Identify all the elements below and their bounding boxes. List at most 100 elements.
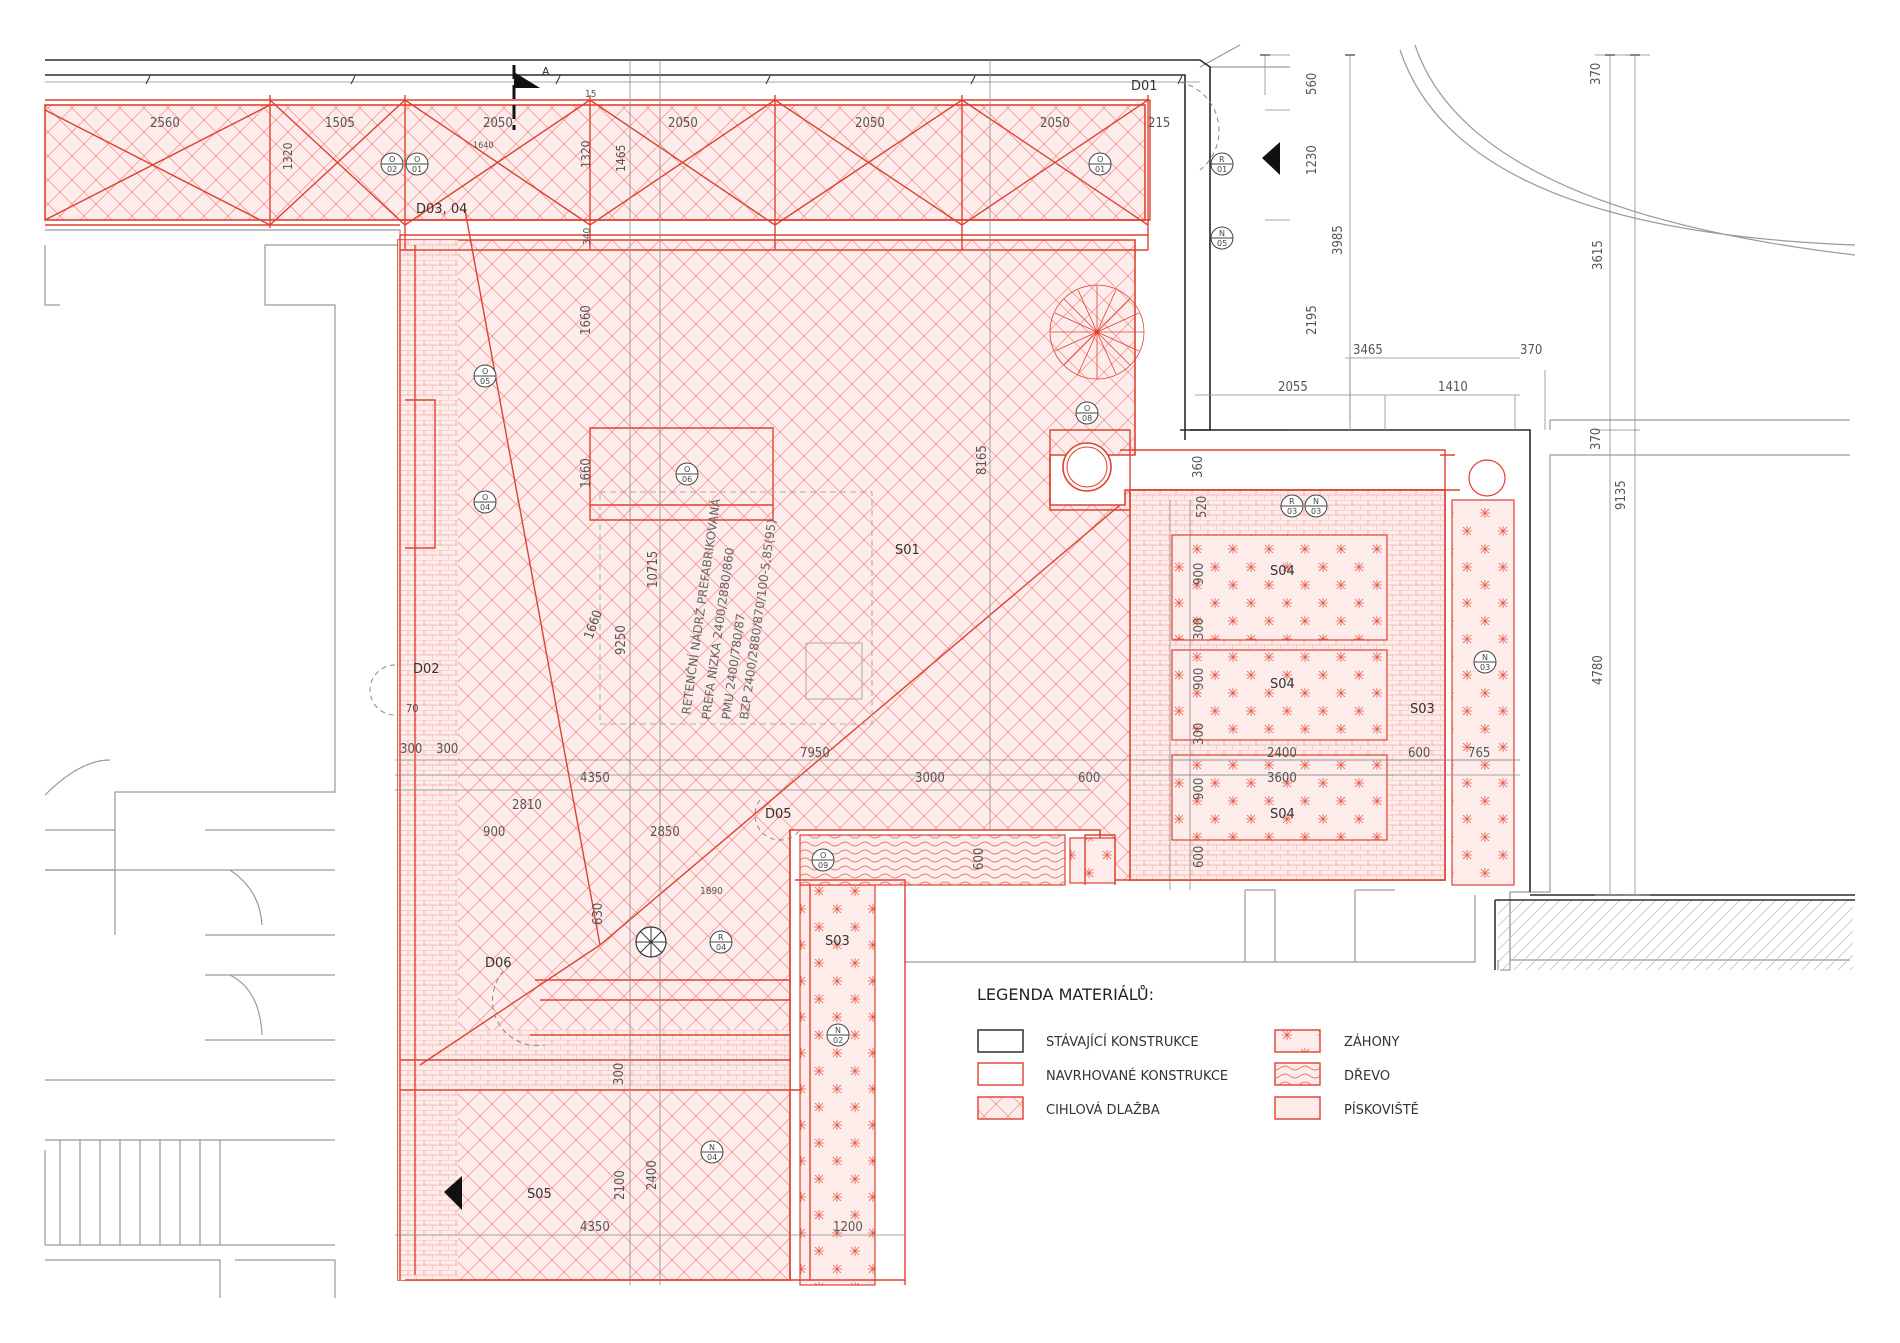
bed-dimension-labels: 360 520 900 300 900 300 900 600 2400 360… bbox=[1191, 456, 1490, 868]
reference-marker: R03 bbox=[1280, 494, 1304, 518]
dim-label: 2100 bbox=[613, 1170, 628, 1200]
existing-hatch bbox=[1498, 900, 1853, 970]
legend-label: DŘEVO bbox=[1344, 1068, 1390, 1084]
reference-marker: N05 bbox=[1210, 226, 1234, 250]
svg-text:N: N bbox=[709, 1143, 715, 1152]
dim-label: 900 bbox=[1192, 563, 1207, 585]
dim-label: 3985 bbox=[1331, 225, 1346, 255]
dim-label: 4780 bbox=[1591, 655, 1606, 685]
svg-text:R: R bbox=[1219, 155, 1225, 164]
dim-label: 1410 bbox=[1438, 380, 1468, 395]
svg-text:05: 05 bbox=[1217, 239, 1227, 248]
svg-text:01: 01 bbox=[412, 165, 422, 174]
dim-label: 215 bbox=[1148, 116, 1170, 131]
tree-symbol bbox=[1049, 284, 1145, 380]
svg-text:03: 03 bbox=[1287, 507, 1297, 516]
legend-label: NAVRHOVANÉ KONSTRUKCE bbox=[1046, 1068, 1228, 1084]
dim-label: 370 bbox=[1589, 63, 1604, 85]
detail-label-d01: D01 bbox=[1131, 79, 1158, 94]
svg-text:N: N bbox=[1219, 229, 1225, 238]
legend-swatch-proposed bbox=[977, 1062, 1024, 1086]
dim-label: 560 bbox=[1305, 73, 1320, 95]
dim-label: 765 bbox=[1468, 746, 1490, 761]
reference-marker: O09 bbox=[811, 848, 835, 872]
tank-hatch bbox=[805, 642, 863, 700]
svg-text:01: 01 bbox=[1217, 165, 1227, 174]
dim-label: 1660 bbox=[579, 305, 594, 335]
zone-label-s05: S05 bbox=[527, 1187, 552, 1202]
dim-label: 2050 bbox=[483, 116, 513, 131]
svg-text:03: 03 bbox=[1311, 507, 1321, 516]
legend-label: ZÁHONY bbox=[1344, 1034, 1400, 1050]
section-marker-a bbox=[512, 65, 540, 130]
dim-label: 3615 bbox=[1591, 240, 1606, 270]
dim-label: 1640 bbox=[473, 141, 494, 151]
svg-text:O: O bbox=[482, 367, 488, 376]
zone-label-s04: S04 bbox=[1270, 807, 1295, 822]
svg-text:02: 02 bbox=[833, 1036, 843, 1045]
dim-label: 9250 bbox=[614, 625, 629, 655]
dim-label: 3465 bbox=[1353, 343, 1383, 358]
detail-label-d03: D03, 04 bbox=[416, 202, 467, 217]
svg-text:O: O bbox=[1097, 155, 1103, 164]
legend-swatch-beds bbox=[1274, 1029, 1321, 1053]
svg-text:02: 02 bbox=[387, 165, 397, 174]
dim-label: 2400 bbox=[645, 1160, 660, 1190]
dim-label: 2850 bbox=[650, 825, 680, 840]
dim-label: 900 bbox=[1192, 668, 1207, 690]
svg-text:O: O bbox=[684, 465, 690, 474]
dim-label: 2810 bbox=[512, 798, 542, 813]
dim-label: 8165 bbox=[975, 445, 990, 475]
central-dimension-labels: 1660 1660 1660 10715 9250 8165 4350 7950… bbox=[400, 305, 1100, 1235]
dim-label: 2400 bbox=[1267, 746, 1297, 761]
round-element bbox=[1468, 459, 1506, 497]
legend-label: STÁVAJÍCÍ KONSTRUKCE bbox=[1046, 1034, 1199, 1050]
dim-label: 300 bbox=[612, 1063, 627, 1085]
svg-text:N: N bbox=[835, 1026, 841, 1035]
reference-marker: N03 bbox=[1304, 494, 1328, 518]
svg-text:R: R bbox=[1289, 497, 1295, 506]
well-symbol bbox=[1062, 442, 1112, 492]
drain-symbol bbox=[635, 926, 667, 958]
planting-beds bbox=[799, 499, 1515, 1286]
dim-label: 2560 bbox=[150, 116, 180, 131]
svg-text:09: 09 bbox=[818, 861, 828, 870]
svg-text:O: O bbox=[414, 155, 420, 164]
dim-label: 3600 bbox=[1267, 771, 1297, 786]
tick-marks bbox=[145, 54, 1640, 85]
dim-label: 2195 bbox=[1305, 305, 1320, 335]
retention-tank bbox=[599, 491, 873, 725]
reference-marker: N04 bbox=[700, 1140, 724, 1164]
legend-label: PÍSKOVIŠTĚ bbox=[1344, 1102, 1419, 1118]
zone-label-s01: S01 bbox=[895, 543, 920, 558]
arrow-marker-east bbox=[1262, 142, 1280, 175]
svg-text:R: R bbox=[718, 933, 724, 942]
dim-label: 2055 bbox=[1278, 380, 1308, 395]
right-dimension-labels: 560 1230 3985 2195 370 3615 370 9135 478… bbox=[1278, 63, 1629, 685]
reference-marker: R04 bbox=[709, 930, 733, 954]
zone-label-s04: S04 bbox=[1270, 677, 1295, 692]
reference-marker: O01 bbox=[1088, 152, 1112, 176]
reference-marker: O01 bbox=[405, 152, 429, 176]
dim-label: 300 bbox=[1192, 723, 1207, 745]
zone-label-s03: S03 bbox=[825, 934, 850, 949]
dim-label: 600 bbox=[1192, 846, 1207, 868]
dim-label: 600 bbox=[972, 848, 987, 870]
dim-label: 360 bbox=[1191, 456, 1206, 478]
dim-label: 520 bbox=[1195, 496, 1210, 518]
svg-text:01: 01 bbox=[1095, 165, 1105, 174]
svg-text:06: 06 bbox=[682, 475, 692, 484]
dim-label: 1320 bbox=[281, 142, 295, 170]
dim-label: 10715 bbox=[646, 551, 661, 588]
dim-label: 1465 bbox=[614, 145, 628, 172]
arrow-marker-south bbox=[444, 1176, 462, 1210]
reference-marker: O02 bbox=[380, 152, 404, 176]
zone-label-s03: S03 bbox=[1410, 702, 1435, 717]
legend-swatch-sandpit bbox=[1274, 1096, 1321, 1120]
svg-text:04: 04 bbox=[707, 1153, 717, 1162]
svg-text:04: 04 bbox=[480, 503, 490, 512]
top-small-dims: 1320 1320 1465 1640 15 340 bbox=[281, 89, 628, 245]
dim-label: 4350 bbox=[580, 1220, 610, 1235]
reference-marker: O06 bbox=[675, 462, 699, 486]
